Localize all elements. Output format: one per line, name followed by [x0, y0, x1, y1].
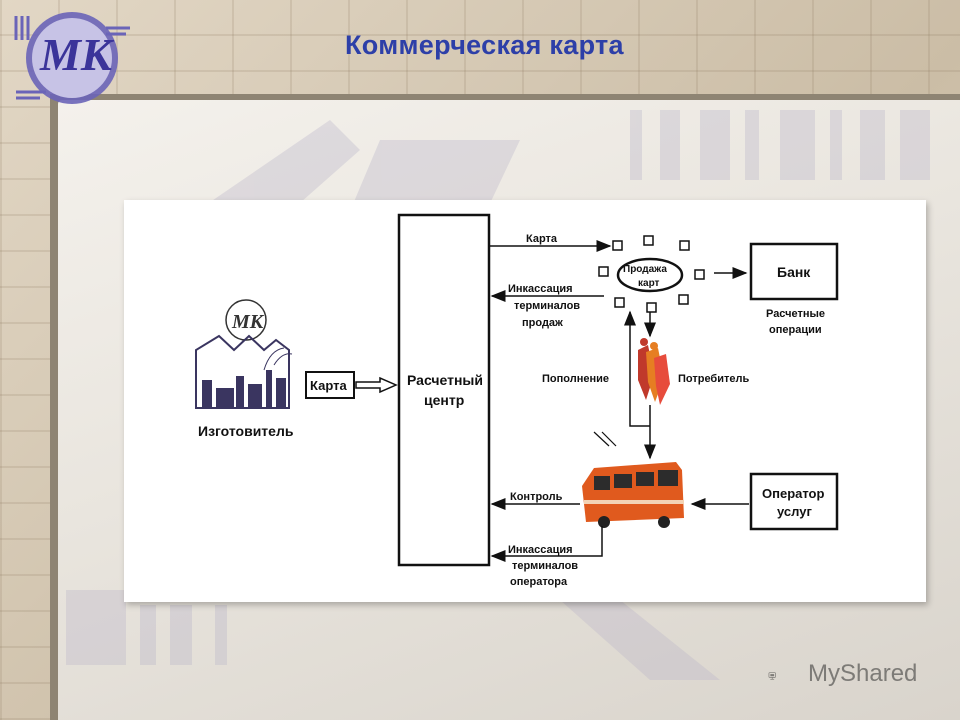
- sales-terminals: [598, 235, 705, 313]
- arrow-replenishment: [624, 310, 650, 427]
- myshared-logo-icon: [768, 672, 776, 680]
- collection-sales-line3: продаж: [522, 317, 563, 329]
- logo-letters: МК: [39, 29, 115, 80]
- producer-logo: МК: [225, 299, 267, 341]
- company-logo: МК: [14, 12, 130, 104]
- settlement-center-box: [397, 213, 491, 567]
- card-sales-line1: Продажа: [623, 264, 667, 275]
- consumer-figures: [638, 338, 670, 405]
- trolleybus-icon: [582, 431, 684, 528]
- consumer-label: Потребитель: [678, 373, 749, 385]
- service-operator-line1: Оператор: [762, 486, 825, 501]
- collection-operator-line1: Инкассация: [508, 544, 573, 556]
- collection-sales-line1: Инкассация: [508, 283, 573, 295]
- collection-operator-line2: терминалов: [512, 560, 578, 572]
- bank-caption-line2: операции: [769, 324, 822, 336]
- card-box: [305, 371, 355, 399]
- card-sales-line2: карт: [638, 278, 660, 289]
- service-operator-line2: услуг: [777, 504, 812, 519]
- card-sales-node: [616, 257, 684, 293]
- control-label: Контроль: [510, 491, 563, 503]
- factory-icon: [195, 334, 293, 409]
- slide-title: Коммерческая карта: [345, 30, 624, 60]
- flow-diagram: МК Изготовитель Карта Расчетный центр Ка…: [195, 213, 839, 588]
- card-hollow-arrow: [355, 376, 398, 394]
- collection-sales-line2: терминалов: [514, 300, 580, 312]
- collection-operator-line3: оператора: [510, 576, 568, 588]
- replenishment-label: Пополнение: [542, 373, 609, 385]
- card-box-label: Карта: [310, 378, 347, 393]
- settlement-center-line1: Расчетный: [407, 372, 483, 388]
- svg-text:МК: МК: [231, 311, 265, 333]
- service-operator-box: [749, 472, 839, 531]
- bank-caption-line1: Расчетные: [766, 308, 825, 320]
- bank-box: [749, 242, 839, 301]
- settlement-center-line2: центр: [424, 392, 464, 408]
- arrow-collection-operator: [490, 526, 603, 562]
- producer-label: Изготовитель: [198, 423, 294, 439]
- bank-label: Банк: [777, 264, 811, 280]
- arrow-card-label: Карта: [526, 233, 558, 245]
- myshared-watermark: MyShared: [808, 660, 918, 687]
- diagram-card: МК Изготовитель Карта Расчетный центр Ка…: [124, 200, 926, 602]
